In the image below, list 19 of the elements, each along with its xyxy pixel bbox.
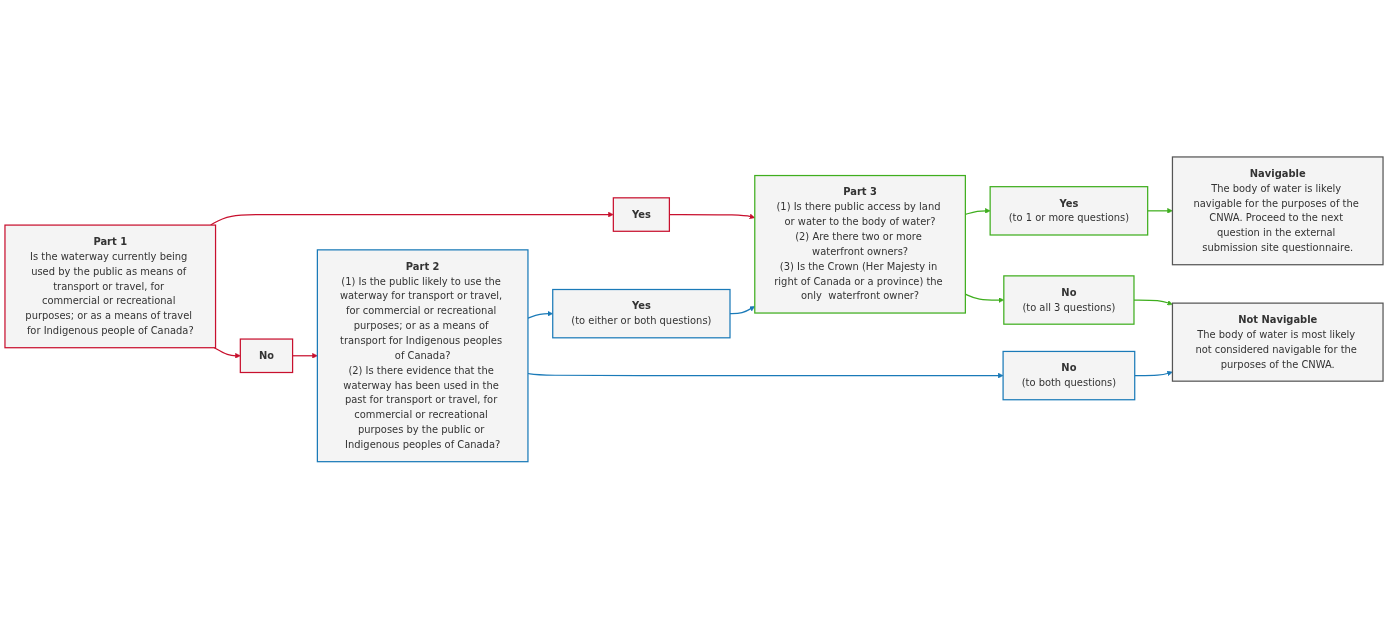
node-box: Yes: [612, 196, 670, 232]
arrow: [1147, 207, 1173, 214]
node-box: Yes (to either or both questions): [552, 288, 731, 339]
node-box: No (to both questions): [1002, 350, 1136, 401]
node-box: Part 2 (1) Is the public likely to use the waterway for transport or travel, for commercial or recreational purposes; or as a means of transport for Indigenous peoples of Canada? (2) Is there evidence that the waterway has been used in the past for transport or travel, for commercial or recreational purposes by the public or Indigenous peoples of Canada?: [316, 248, 529, 462]
node-box: Part 1 Is the waterway currently being used by the public as means of transport or travel, for commercial or recreational purposes; or as a means of travel for Indigenous people of Canada?: [4, 224, 217, 348]
arrow: [1134, 370, 1173, 376]
arrow: [1133, 299, 1173, 306]
arrow: [213, 346, 241, 359]
arrow: [527, 372, 1004, 378]
node-box: No: [239, 338, 294, 373]
node-box: Part 3 (1) Is there public access by land or water to the body of water? (2) Are there two or more waterfront owners? (3) Is the Crown (Her Majesty in right of Canada or a province) the only waterfront owner?: [754, 174, 966, 314]
node-box: Yes (to 1 or more questions): [989, 185, 1149, 236]
arrow: [527, 310, 553, 319]
node-box: Not Navigable The body of water is most likely not considered navigable for the purposes of the CNWA.: [1171, 302, 1384, 382]
node-box: No (to all 3 questions): [1003, 274, 1135, 325]
arrow: [292, 352, 318, 359]
node-box: Navigable The body of water is likely navigable for the purposes of the CNWA. Proceed to the next question in the external submission site questionnaire.: [1171, 156, 1384, 265]
arrow: [210, 211, 614, 226]
